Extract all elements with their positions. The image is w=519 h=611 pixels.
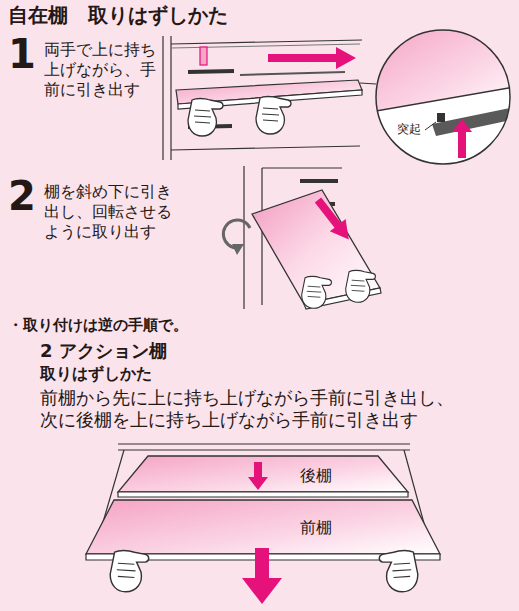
- shelf-surface: [86, 500, 440, 554]
- motion-arrow: [268, 47, 356, 69]
- fridge-frame: [118, 449, 410, 450]
- magnifier-circle: [370, 26, 519, 136]
- step-instruction: 棚を斜め下に引き出し、回転させるように取り出す: [44, 182, 173, 242]
- motion-arrow: [452, 119, 472, 158]
- shelf-pull-illustration: [162, 36, 163, 160]
- step-number: 2: [8, 176, 36, 216]
- subheading: 取りはずしかた: [40, 364, 152, 383]
- shelf-rotate-illustration: [223, 220, 250, 248]
- shelf-name: 前棚: [300, 518, 332, 537]
- hand-figure: [110, 551, 149, 592]
- magnifier-circle: [425, 122, 436, 130]
- shelf-rotate-illustration: [261, 168, 262, 305]
- shelf-pull-illustration: [163, 36, 376, 160]
- hand-figure: [256, 97, 291, 135]
- shelf-pull-illustration: [360, 83, 376, 84]
- shelf-edge: [118, 492, 408, 497]
- shelf-surface: [118, 456, 408, 492]
- shelf-rotate-illustration: [300, 179, 338, 183]
- hand-figure: [379, 551, 418, 592]
- shelf-pull-illustration: [171, 146, 360, 150]
- part-label: 突起: [396, 122, 422, 136]
- motion-arrow: [242, 47, 472, 604]
- fridge-frame: [118, 443, 410, 444]
- magnifier-circle: [370, 26, 519, 112]
- magnifier-circle: [376, 30, 510, 164]
- shelf-rotate-illustration: [262, 167, 342, 168]
- motion-arrow: [248, 462, 268, 490]
- hand-figure: [110, 97, 418, 592]
- motion-arrow: [310, 194, 357, 246]
- shelf-pull-illustration: [240, 72, 345, 75]
- shelf-pull-illustration: [200, 47, 207, 65]
- magnifier-circle: [437, 113, 445, 122]
- page-title: 自在棚 取りはずしかた: [8, 3, 228, 27]
- magnifier-circle: [370, 86, 519, 112]
- step-instruction: 両手で上に持ち上げながら、手前に引き出す: [44, 40, 157, 100]
- motion-arrow: [242, 548, 282, 604]
- shelf-pull-illustration: [188, 71, 234, 72]
- step-number: 1: [8, 34, 36, 74]
- hand-figure: [302, 276, 332, 308]
- shelf-pull-illustration: [170, 36, 171, 160]
- hand-figure: [188, 99, 223, 137]
- shelf-rotate-illustration: [232, 244, 244, 255]
- magnifier-circle: [370, 26, 519, 164]
- instruction-paragraph: 前棚から先に上に持ち上げながら手前に引き出し、次に後棚を上に持ち上げながら手前に…: [40, 387, 465, 430]
- shelf-pull-illustration: [171, 40, 362, 44]
- shelf-rotate-illustration: [223, 166, 381, 309]
- section-heading: 2 アクション棚: [40, 340, 167, 362]
- note: ・取り付けは逆の手順で。: [8, 316, 188, 334]
- shelf-name: 後棚: [300, 466, 332, 485]
- motion-arrow: [310, 194, 357, 246]
- hand-figure: [346, 270, 376, 302]
- shelf-pull-illustration: [171, 44, 360, 48]
- shelf-rotate-illustration: [243, 166, 244, 309]
